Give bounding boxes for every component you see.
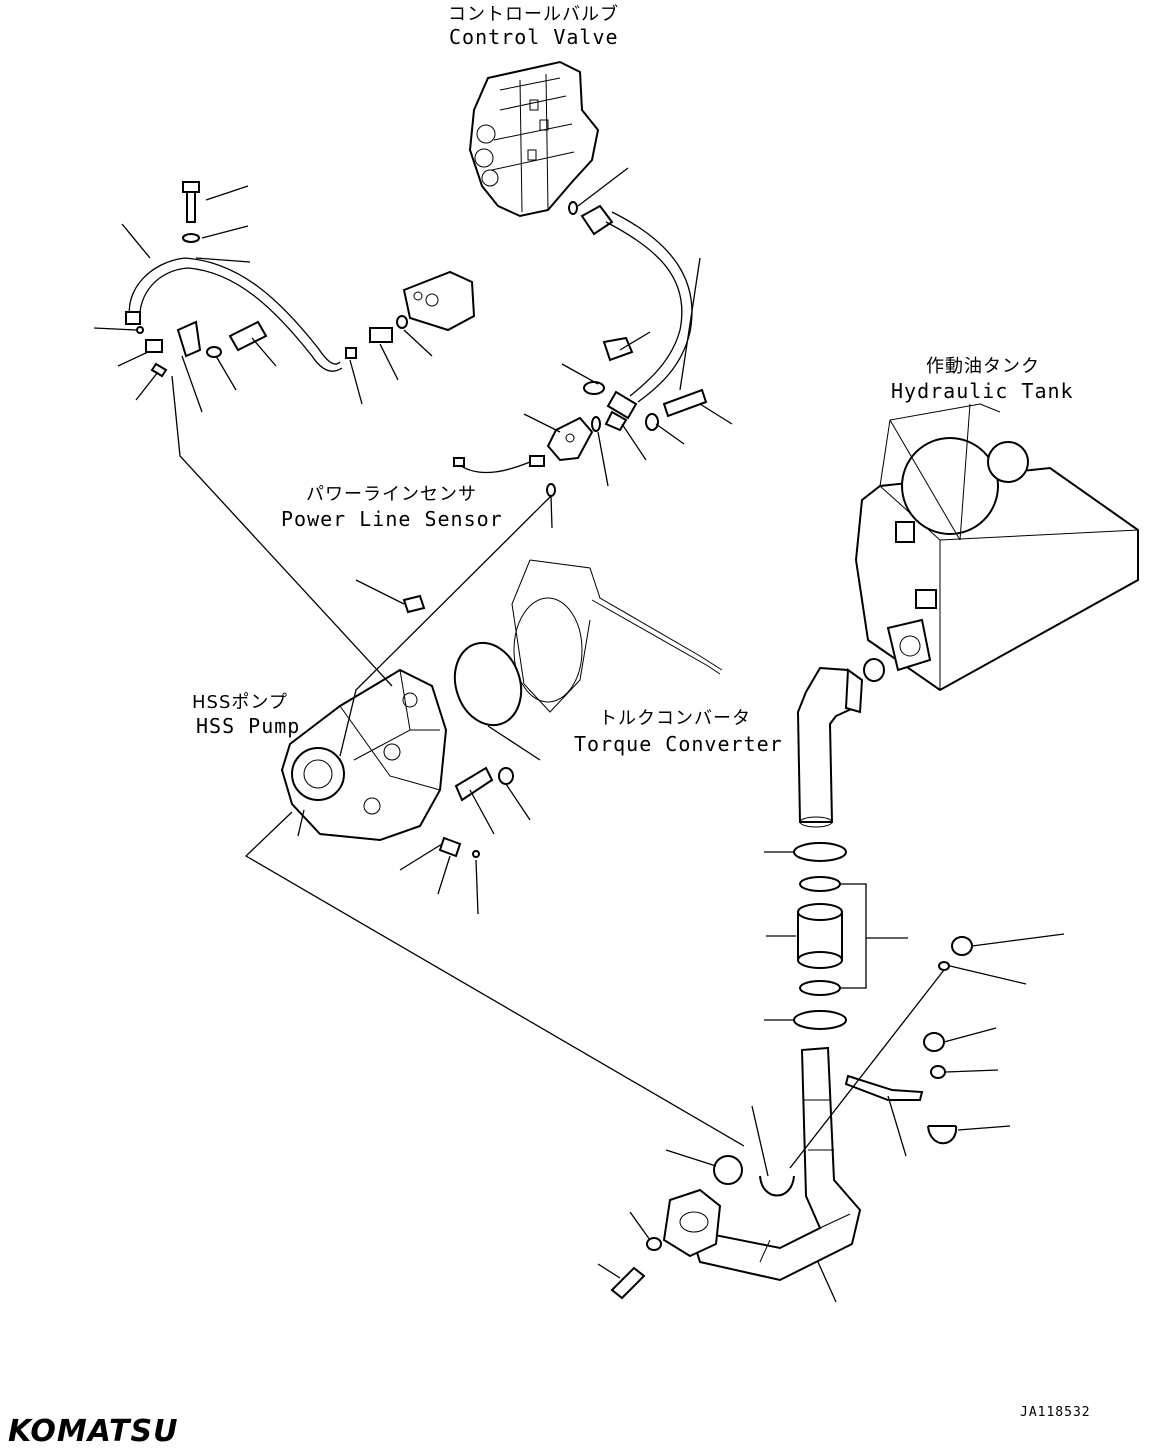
control-valve-jp-label: コントロールバルブ (448, 3, 619, 25)
hose-connector-stack (793, 842, 847, 1030)
control-valve-label: Control Valve (449, 25, 619, 49)
o-ring (453, 641, 523, 727)
hydraulic-tank-label: Hydraulic Tank (891, 379, 1074, 403)
hss-pump (280, 594, 514, 858)
control-valve-hose (568, 201, 693, 420)
drawing-code: JA118532 (1020, 1405, 1091, 1420)
komatsu-logo: KOMATSU (8, 1414, 178, 1449)
power-line-sensor-block (453, 336, 708, 497)
fitting-block (369, 270, 476, 343)
torque-converter-housing (511, 559, 723, 713)
torque-converter-jp-label: トルクコンバータ (599, 708, 751, 729)
lower-pipe-assembly (610, 936, 973, 1300)
hss-pump-jp-label: HSSポンプ (192, 692, 288, 713)
hydraulic-tank (854, 403, 1139, 692)
hss-pump-label: HSS Pump (196, 714, 300, 738)
left-hose-assembly (125, 181, 357, 378)
torque-converter-label: Torque Converter (574, 732, 783, 756)
power-line-sensor-jp-label: パワーラインセンサ (306, 484, 477, 505)
leader-lines (93, 167, 1065, 1303)
control-valve (468, 60, 600, 218)
power-line-sensor-label: Power Line Sensor (281, 507, 503, 531)
tank-suction-pipe (796, 666, 864, 828)
hydraulic-tank-jp-label: 作動油タンク (926, 356, 1040, 377)
